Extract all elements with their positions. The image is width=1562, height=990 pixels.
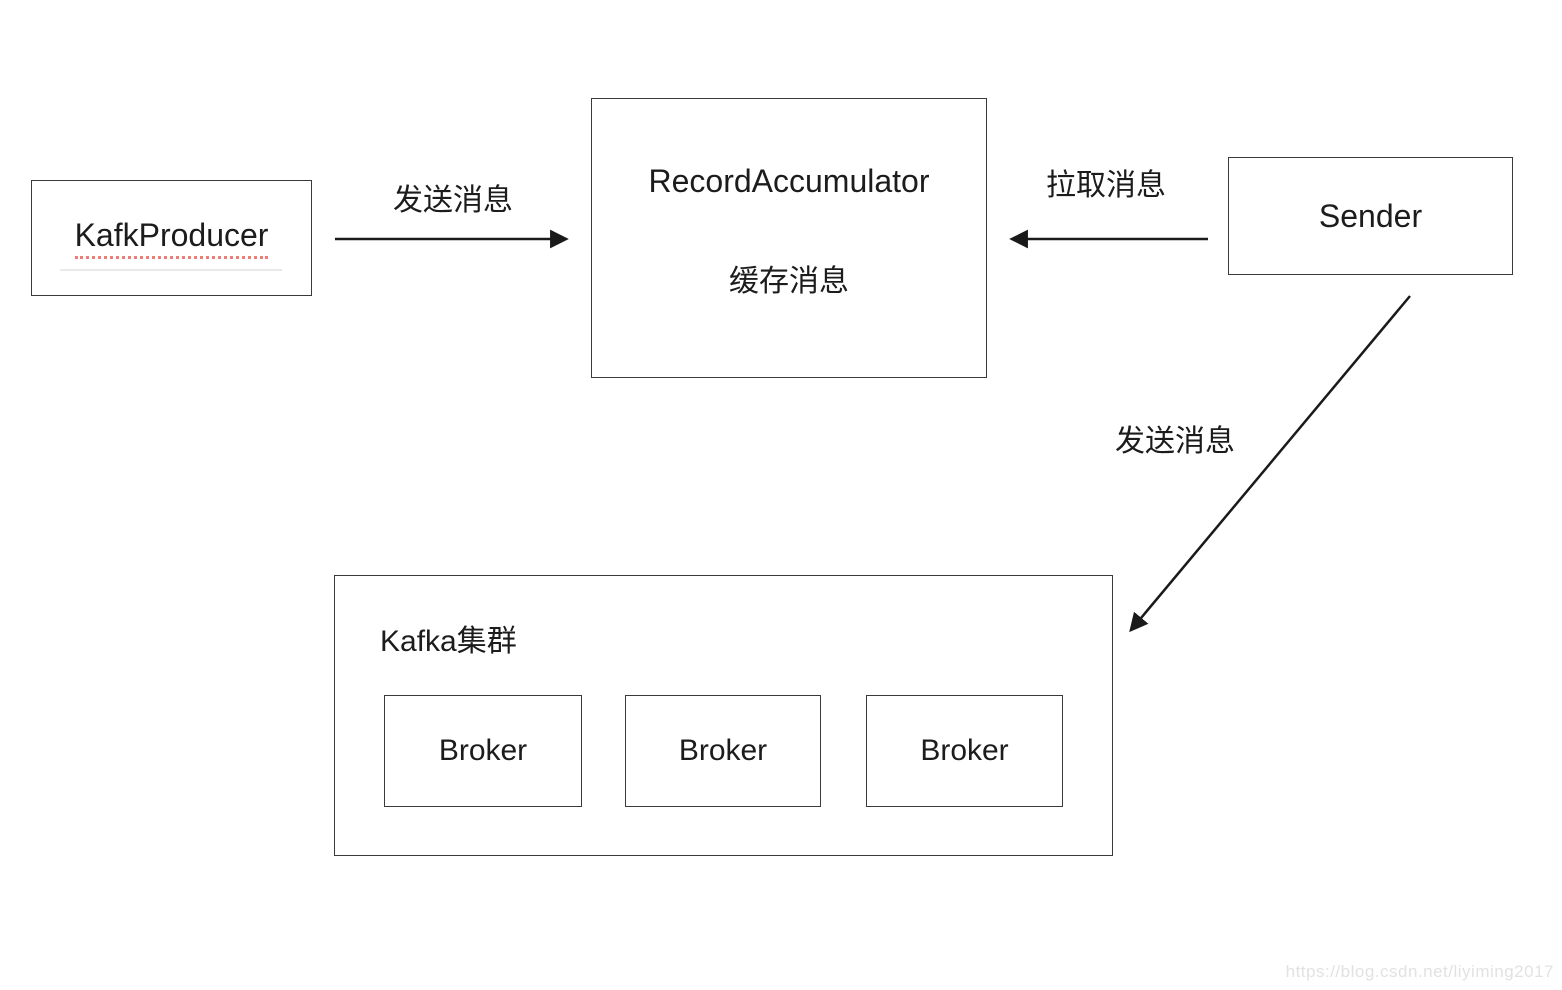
broker-node-3: Broker — [866, 695, 1063, 807]
broker-label-1: Broker — [438, 734, 528, 767]
edge-label-send-message-1: 发送消息 — [393, 184, 513, 217]
accumulator-subtitle: 缓存消息 — [729, 264, 849, 298]
csdn-watermark: https://blog.csdn.net/liyiming2017 — [1285, 962, 1554, 981]
accumulator-node: RecordAccumulator 缓存消息 — [591, 98, 987, 378]
accumulator-title: RecordAccumulator — [648, 162, 930, 199]
spellcheck-faint-line — [60, 269, 282, 271]
arrow-sender-to-cluster — [1129, 295, 1411, 633]
edge-label-send-message-2: 发送消息 — [1115, 425, 1235, 458]
broker-node-1: Broker — [384, 695, 582, 807]
kafka-cluster-node: Kafka集群 Broker Broker Broker — [334, 575, 1113, 856]
edge-label-pull-message: 拉取消息 — [1046, 169, 1166, 202]
sender-label: Sender — [1318, 197, 1423, 234]
producer-node: KafkProducer — [31, 180, 312, 296]
sender-node: Sender — [1228, 157, 1513, 275]
broker-label-2: Broker — [678, 734, 768, 767]
producer-label: KafkProducer — [74, 217, 269, 259]
broker-label-3: Broker — [920, 734, 1009, 767]
kafka-cluster-title: Kafka集群 — [380, 625, 517, 658]
broker-node-2: Broker — [625, 695, 821, 807]
